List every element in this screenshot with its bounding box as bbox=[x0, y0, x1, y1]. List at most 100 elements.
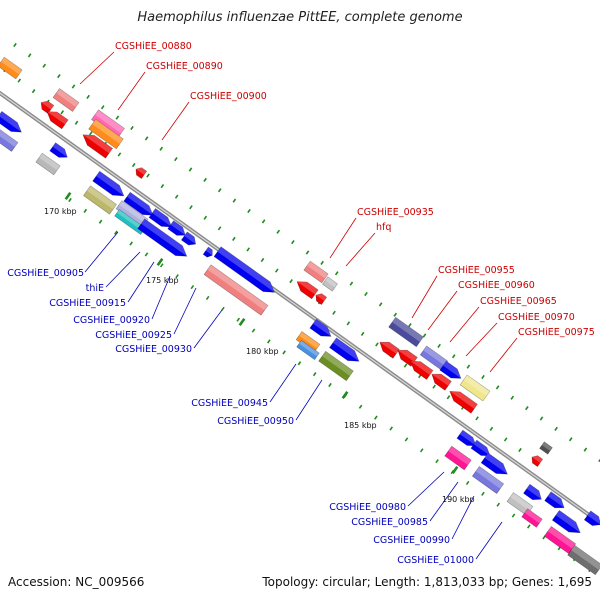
label-leader-line bbox=[429, 481, 459, 522]
scale-tick bbox=[130, 125, 134, 131]
scale-tick bbox=[346, 321, 351, 326]
gene-label-forward: CGSHiEE_00990 bbox=[373, 535, 450, 546]
scale-tick bbox=[496, 502, 501, 507]
major-scale-tick bbox=[64, 191, 72, 201]
label-leader-line bbox=[407, 471, 445, 507]
cds-feature bbox=[315, 293, 328, 305]
label-leader-line bbox=[475, 521, 503, 560]
tick-layer bbox=[3, 42, 600, 573]
scale-tick bbox=[291, 240, 295, 245]
scale-tick bbox=[89, 131, 93, 136]
scale-tick bbox=[274, 268, 279, 273]
scale-tick bbox=[408, 323, 412, 328]
scale-tick bbox=[334, 271, 339, 276]
map-title: Haemophilus influenzae PittEE, complete … bbox=[137, 10, 463, 25]
cds-feature bbox=[583, 510, 600, 526]
scale-tick bbox=[432, 384, 436, 389]
scale-tick bbox=[146, 173, 150, 178]
scale-tick bbox=[435, 459, 439, 464]
gene-label-forward: CGSHiEE_00950 bbox=[217, 416, 294, 427]
scale-tick bbox=[358, 404, 363, 409]
gene-label-reverse: CGSHiEE_00955 bbox=[438, 265, 515, 276]
grey-feature bbox=[35, 152, 61, 176]
label-line-layer bbox=[79, 51, 518, 560]
olive-feature bbox=[83, 185, 117, 215]
pseudo-feature bbox=[203, 264, 269, 316]
scale-tick bbox=[598, 457, 600, 463]
cds-feature bbox=[531, 455, 544, 467]
scale-tick bbox=[276, 229, 281, 234]
scale-tick bbox=[332, 310, 336, 315]
scale-tick bbox=[554, 426, 558, 431]
scale-tick bbox=[451, 354, 456, 359]
feature bbox=[471, 465, 505, 495]
scale-tick bbox=[203, 215, 208, 220]
yellow-feature bbox=[459, 374, 491, 402]
label-leader-line bbox=[79, 51, 115, 85]
label-leader-line bbox=[173, 287, 197, 335]
cds-feature bbox=[46, 111, 69, 130]
cds-feature bbox=[296, 281, 319, 300]
scale-tick bbox=[160, 184, 165, 189]
cds-feature bbox=[167, 220, 186, 236]
scale-tick bbox=[466, 364, 471, 369]
scale-tick bbox=[131, 162, 136, 168]
scale-tick bbox=[360, 331, 365, 336]
cds-feature bbox=[135, 167, 148, 179]
scale-tick bbox=[583, 447, 588, 452]
cds-feature bbox=[137, 218, 188, 257]
label-leader-line bbox=[489, 337, 518, 373]
scale-tick bbox=[297, 361, 302, 366]
backbone-layer bbox=[0, 90, 600, 526]
pseudo-feature bbox=[303, 260, 329, 284]
scale-tick bbox=[389, 426, 393, 431]
label-leader-line bbox=[295, 379, 323, 421]
label-leader-line bbox=[451, 495, 475, 540]
scale-tick bbox=[175, 274, 179, 279]
label-leader-line bbox=[105, 251, 141, 288]
scale-tick bbox=[83, 208, 88, 213]
cds-feature bbox=[449, 390, 478, 414]
scale-tick bbox=[503, 437, 508, 442]
scale-tick bbox=[247, 208, 251, 214]
summary-text: Topology: circular; Length: 1,813,033 bp… bbox=[262, 575, 592, 589]
scale-tick bbox=[404, 437, 409, 442]
scale-tick bbox=[305, 250, 310, 255]
scale-tick bbox=[393, 312, 398, 317]
scale-label: 180 kbp bbox=[246, 347, 279, 356]
scale-tick bbox=[403, 363, 408, 368]
feature bbox=[114, 209, 146, 235]
scale-tick bbox=[203, 177, 207, 182]
scale-tick bbox=[511, 513, 516, 518]
scale-tick bbox=[267, 339, 271, 344]
scale-tick bbox=[68, 197, 72, 203]
label-leader-line bbox=[127, 261, 155, 303]
scale-tick bbox=[422, 333, 427, 338]
cds-feature bbox=[480, 452, 508, 475]
label-leader-line bbox=[411, 275, 438, 319]
cds-feature bbox=[202, 246, 213, 258]
scale-tick bbox=[568, 437, 573, 442]
label-leader-line bbox=[84, 231, 119, 273]
cds-feature bbox=[431, 373, 452, 391]
cds-feature bbox=[544, 491, 565, 509]
cds-feature bbox=[309, 318, 332, 337]
gene-label-reverse: CGSHiEE_00965 bbox=[480, 296, 557, 307]
gene-label-reverse: CGSHiEE_00960 bbox=[458, 280, 535, 291]
scale-tick bbox=[539, 416, 544, 421]
scale-tick bbox=[481, 374, 485, 380]
feature-layer bbox=[0, 56, 600, 576]
scale-tick bbox=[232, 236, 236, 241]
scale-tick bbox=[129, 241, 133, 246]
scale-tick bbox=[98, 219, 103, 224]
scale-label: 175 kbp bbox=[146, 276, 179, 285]
label-leader-line bbox=[345, 232, 376, 267]
scale-tick bbox=[115, 115, 120, 120]
cds-feature bbox=[40, 100, 55, 114]
genome-backbone-highlight bbox=[0, 92, 600, 524]
scale-tick bbox=[174, 194, 179, 199]
scale-tick bbox=[236, 317, 241, 322]
pink-feature bbox=[444, 445, 472, 471]
